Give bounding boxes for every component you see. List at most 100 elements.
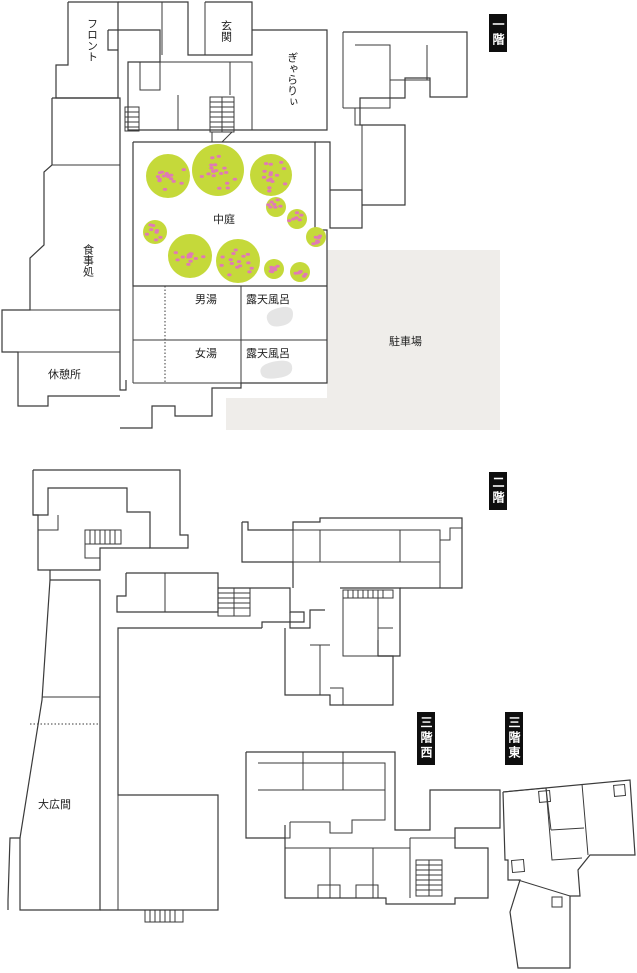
tree-blossom: [153, 238, 159, 242]
tree-blossom: [210, 156, 215, 160]
stairs-1f-a: [124, 106, 140, 132]
tree-blossom: [161, 174, 167, 178]
tree-blossom: [181, 168, 186, 172]
courtyard-label: 中庭: [213, 212, 235, 226]
tree-blossom: [206, 172, 211, 176]
tree-blossom: [266, 178, 271, 182]
tree-blossom: [179, 181, 184, 185]
open-air-bath-pool-2: [260, 360, 293, 379]
gallery-label: ぎゃらりぃ: [286, 52, 299, 107]
third-floor-west: [245, 751, 501, 905]
tree-blossom: [241, 254, 246, 258]
floor-tag-3f-west: 三階西: [417, 712, 435, 765]
tree-blossom: [274, 173, 280, 177]
tree-blossom: [186, 253, 192, 257]
tree-blossom: [155, 175, 161, 179]
tree-blossom: [268, 173, 273, 177]
tree-blossom: [278, 204, 283, 208]
tree-blossom: [270, 180, 275, 183]
tree-blossom: [213, 163, 218, 167]
tree-blossom: [268, 162, 273, 166]
tree-blossom: [218, 172, 224, 175]
tree-blossom: [262, 169, 267, 173]
tree-blossom: [275, 264, 280, 268]
open-air-bath-label-1: 露天風呂: [246, 293, 290, 306]
stairs-1f-b: [209, 96, 235, 133]
third-floor-east: [502, 779, 636, 969]
tree-blossom: [247, 270, 252, 274]
tree-blossom: [157, 179, 162, 183]
stairs-3f-west: [415, 859, 443, 897]
tree-blossom: [173, 251, 178, 255]
floor-tag-1f: 一階: [489, 14, 507, 52]
tree-blossom: [222, 166, 227, 170]
stairs-2f-c: [217, 587, 251, 617]
tree-blossom: [272, 202, 277, 206]
mens-bath-label: 男湯: [195, 293, 217, 306]
tree-blossom: [237, 264, 243, 268]
tree-blossom: [301, 274, 307, 278]
tree-blossom: [186, 255, 191, 259]
floor-tag-2f: 二階: [489, 472, 507, 510]
tree-blossom: [188, 259, 193, 263]
tree-blossom: [275, 198, 280, 202]
tree-blossom: [263, 162, 269, 166]
tree-blossom: [228, 258, 233, 262]
tree-blossom: [144, 232, 150, 236]
tree-blossom: [261, 175, 267, 179]
stairs-2f-b: [144, 909, 184, 923]
courtyard-trees: [143, 144, 326, 283]
womens-bath-label: 女湯: [195, 346, 217, 360]
open-air-bath-pool-1: [266, 306, 293, 327]
tree-blossom: [246, 261, 251, 265]
second-floor: [7, 469, 463, 923]
tree-blossom: [149, 228, 154, 232]
tree-blossom: [224, 171, 229, 174]
tree-blossom: [171, 179, 176, 183]
open-air-bath-label-2: 露天風呂: [246, 347, 290, 360]
stairs-2f-a: [84, 529, 122, 545]
great-hall-label: 大広間: [38, 797, 71, 811]
tree-blossom: [201, 255, 206, 259]
tree-blossom: [186, 262, 191, 266]
tree-blossom: [225, 186, 230, 190]
parking-label: 駐車場: [389, 334, 422, 348]
first-floor: [1, 1, 500, 430]
tree-blossom: [199, 175, 204, 178]
tree-blossom: [211, 174, 216, 178]
tree-blossom: [236, 260, 242, 264]
tree-blossom: [311, 242, 316, 246]
tree-blossom: [180, 255, 185, 259]
tree-blossom: [268, 205, 273, 209]
tree-blossom: [267, 186, 272, 190]
tree-blossom: [245, 252, 251, 256]
tree-blossom: [164, 172, 169, 175]
tree-blossom: [268, 269, 273, 273]
stairs-2f-d: [342, 589, 394, 599]
tree-blossom: [217, 186, 222, 190]
entrance-label: 玄関: [220, 19, 233, 42]
tree-blossom: [232, 177, 238, 181]
tree-blossom: [233, 248, 238, 252]
tree-blossom: [209, 163, 214, 167]
tree-blossom: [282, 182, 288, 186]
tree-blossom: [225, 181, 230, 185]
tree-blossom: [158, 235, 163, 239]
floor-tag-3f-east: 三階東: [505, 712, 523, 765]
dining-label: 食事処: [82, 243, 95, 278]
tree-blossom: [169, 173, 174, 177]
tree-blossom: [266, 203, 271, 207]
tree-blossom: [316, 236, 322, 240]
tree-blossom: [249, 266, 254, 270]
tree-blossom: [214, 169, 219, 173]
tree-blossom: [299, 213, 304, 217]
tree-blossom: [209, 166, 214, 170]
parking-area: [226, 250, 500, 430]
tree-blossom: [154, 230, 159, 234]
front-label: フロント: [86, 18, 99, 62]
tree-blossom: [267, 189, 272, 193]
tree-blossom: [294, 216, 299, 220]
tree-blossom: [193, 257, 198, 260]
tree-blossom: [281, 167, 287, 171]
